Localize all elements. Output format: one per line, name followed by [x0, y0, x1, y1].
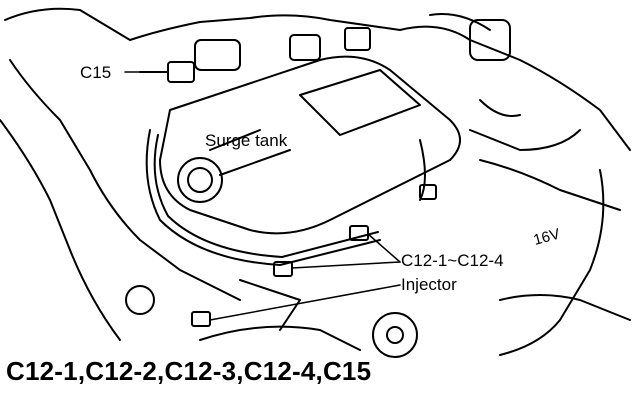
- top-components: [194, 13, 511, 71]
- leader-lines: [124, 71, 401, 321]
- label-injector: Injector: [401, 275, 457, 294]
- label-c12-range: C12-1~C12-4: [401, 251, 504, 270]
- engine-outline: [0, 7, 631, 356]
- label-surge-tank: Surge tank: [205, 131, 288, 150]
- label-c15: C15: [80, 63, 111, 82]
- injectors: [191, 184, 437, 327]
- hoses: [145, 99, 581, 266]
- connector-caption: C12-1,C12-2,C12-3,C12-4,C15: [6, 356, 372, 386]
- surge-tank: [159, 55, 461, 235]
- lower-parts: [125, 279, 418, 358]
- label-engine-mark: 16V: [532, 226, 562, 249]
